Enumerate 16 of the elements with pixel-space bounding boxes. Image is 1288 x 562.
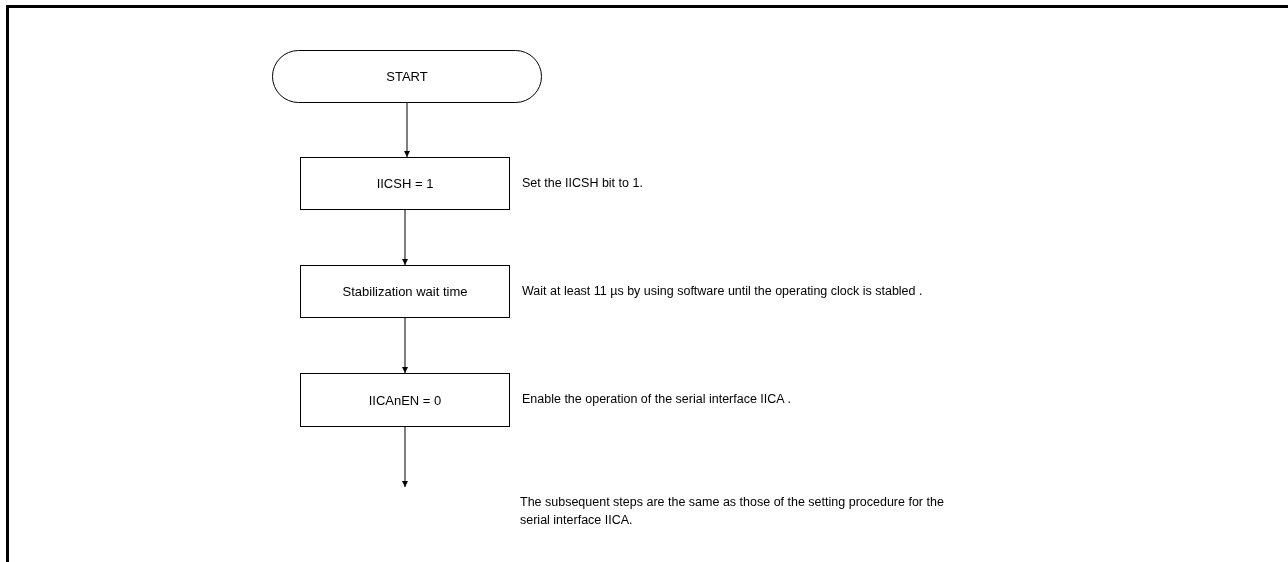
step-note: Wait at least 11 µs by using software until the operating clock is stabled . [522, 283, 923, 298]
note-text: The subsequent steps are the same as those of the setting procedure for the serial interface IICA. [520, 494, 945, 529]
flow-arrow [404, 102, 410, 158]
process-box [300, 373, 510, 427]
step-note: Enable the operation of the serial interface IICA . [522, 392, 791, 406]
terminal-shape [272, 50, 542, 103]
step-label: START [386, 69, 428, 84]
flow-arrow [402, 209, 408, 266]
flow-arrow [402, 317, 408, 374]
process-box [300, 265, 510, 318]
step-label: IICSH = 1 [376, 176, 434, 191]
flow-arrow [402, 426, 408, 488]
process-box [300, 157, 510, 210]
step-label: Stabilization wait time [342, 284, 468, 299]
step-note: Set the IICSH bit to 1. [522, 175, 643, 190]
step-label: IICAnEN = 0 [368, 392, 442, 408]
